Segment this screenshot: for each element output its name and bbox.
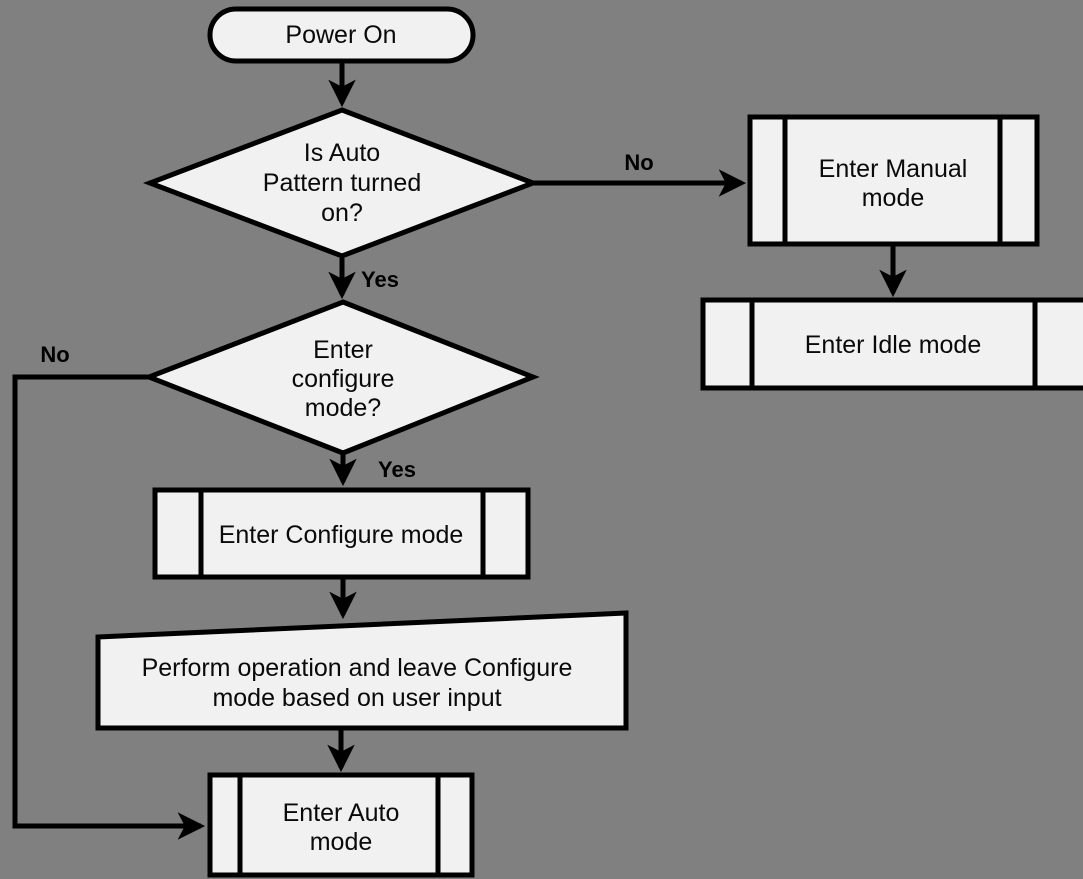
process-enter-manual-mode-line2: mode bbox=[862, 184, 925, 212]
terminator-power-on-label: Power On bbox=[285, 21, 396, 49]
manual-input-perform-operation-line2: mode based on user input bbox=[212, 684, 501, 712]
process-enter-manual-mode-line1: Enter Manual bbox=[819, 155, 968, 183]
process-enter-configure-mode-label: Enter Configure mode bbox=[219, 521, 464, 549]
decision-enter-configure-mode-line2: configure bbox=[292, 365, 395, 393]
decision-enter-configure-mode-line1: Enter bbox=[313, 336, 373, 364]
decision-enter-configure-mode-line3: mode? bbox=[305, 394, 381, 422]
edge-label-yes-auto-pattern: Yes bbox=[361, 267, 399, 292]
decision-auto-pattern bbox=[142, 107, 541, 259]
decision-auto-pattern-line3: on? bbox=[321, 199, 363, 227]
process-enter-auto-mode-line1: Enter Auto bbox=[283, 799, 400, 827]
arrow-decision-configure-no-to-auto bbox=[12, 374, 206, 840]
decision-enter-configure-mode bbox=[142, 299, 540, 456]
edge-label-no-configure: No bbox=[40, 342, 69, 367]
edge-label-no-auto-pattern: No bbox=[624, 150, 653, 175]
decision-auto-pattern-line2: Pattern turned bbox=[263, 169, 421, 197]
process-enter-auto-mode bbox=[207, 772, 475, 878]
manual-input-perform-operation bbox=[95, 610, 629, 731]
terminator-power-on bbox=[207, 6, 476, 64]
process-enter-configure-mode bbox=[152, 487, 531, 580]
process-enter-idle-mode bbox=[700, 297, 1083, 391]
manual-input-perform-operation-line1: Perform operation and leave Configure bbox=[142, 654, 573, 682]
edge-label-yes-configure: Yes bbox=[378, 457, 416, 482]
process-enter-idle-mode-label: Enter Idle mode bbox=[805, 331, 982, 359]
process-enter-auto-mode-line2: mode bbox=[310, 828, 373, 856]
process-enter-manual-mode bbox=[747, 114, 1040, 247]
decision-auto-pattern-line1: Is Auto bbox=[304, 139, 380, 167]
